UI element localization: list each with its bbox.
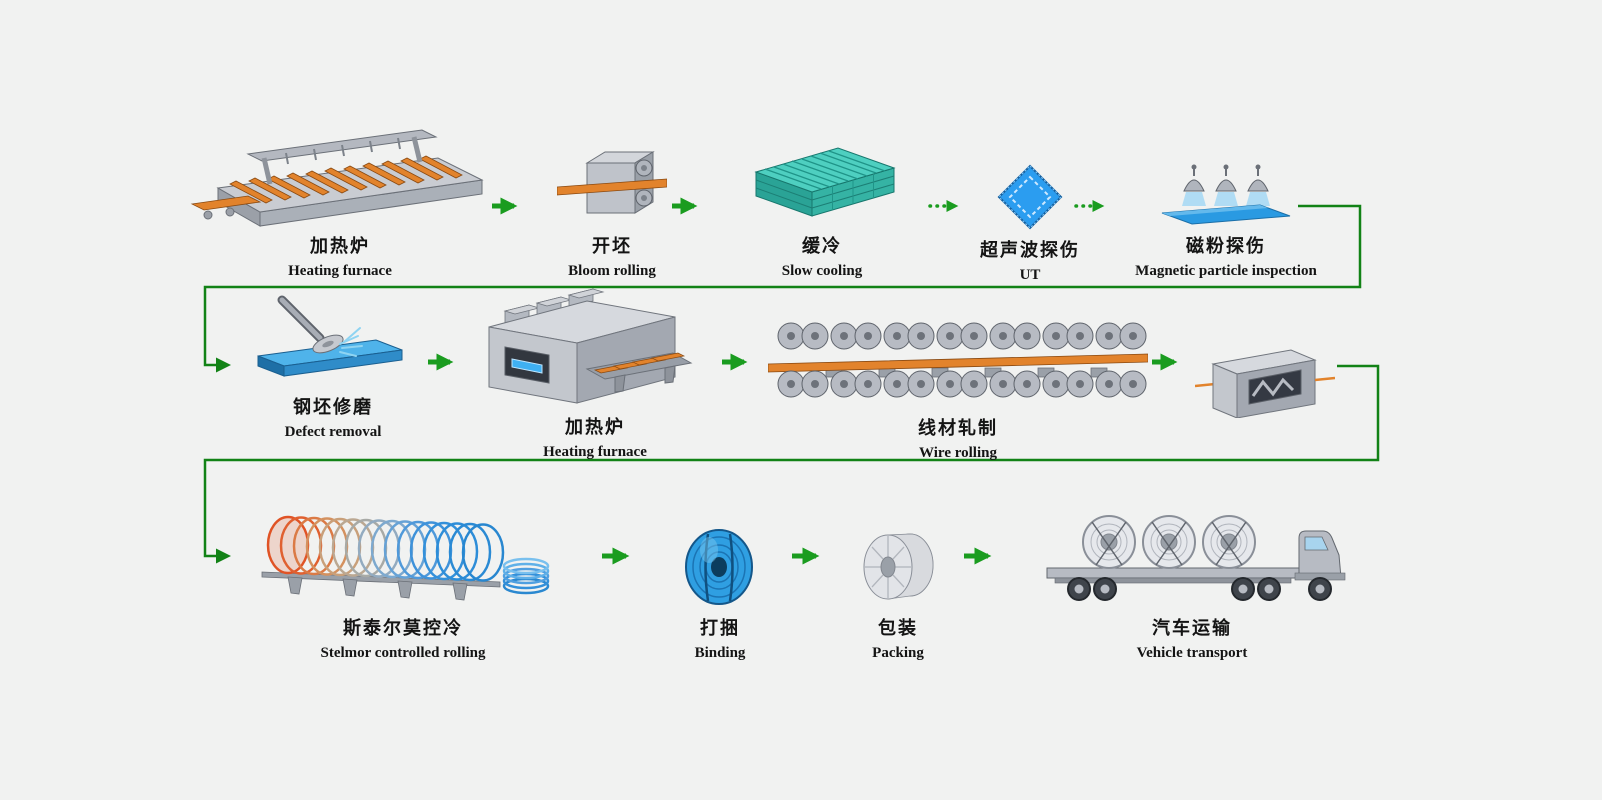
flow-arrows xyxy=(428,197,1178,565)
station-label-en: Binding xyxy=(694,644,746,661)
station-label-en: Slow cooling xyxy=(781,262,863,279)
station-labels: 钢坯修磨 Defect removal xyxy=(285,397,382,441)
station-stelmor-controlled-cooling: 斯泰尔莫控冷 Stelmor controlled rolling xyxy=(238,490,568,662)
station-heating-furnace-2: 加热炉 Heating furnace xyxy=(465,269,725,461)
station-labels: 打捆 Binding xyxy=(695,618,746,662)
station-wire-rolling: 线材轧制 Wire rolling xyxy=(763,310,1153,462)
station-labels: 缓冷 Slow cooling xyxy=(782,236,862,280)
station-label-zh: 加热炉 xyxy=(564,417,625,438)
reheating-furnace-icon xyxy=(488,288,693,404)
station-label-en: Defect removal xyxy=(284,423,382,440)
station-label-en: UT xyxy=(1019,266,1041,283)
station-labels: 磁粉探伤 Magnetic particle inspection xyxy=(1135,236,1317,280)
station-labels: 加热炉 Heating furnace xyxy=(288,236,392,280)
station-label-zh: 加热炉 xyxy=(309,236,370,257)
ut-probe-icon xyxy=(997,164,1063,230)
station-ultrasonic-testing: 超声波探伤 UT xyxy=(950,162,1110,284)
station-vehicle-transport: 汽车运输 Vehicle transport xyxy=(1037,505,1347,662)
station-label-en: Wire rolling xyxy=(919,444,997,461)
station-label-en: Vehicle transport xyxy=(1136,644,1248,661)
station-label-en: Bloom rolling xyxy=(568,262,656,279)
station-label-zh: 缓冷 xyxy=(802,236,842,257)
slow-cooling-icon xyxy=(754,147,896,217)
station-labels: 超声波探伤 UT xyxy=(980,240,1080,284)
station-labels: 汽车运输 Vehicle transport xyxy=(1137,618,1248,662)
coil-binding-icon xyxy=(685,529,753,605)
station-label-zh: 磁粉探伤 xyxy=(1185,236,1266,257)
station-packing: 包装 Packing xyxy=(808,525,988,662)
laying-head-icon xyxy=(1195,349,1335,418)
rolling-mill-icon xyxy=(768,322,1148,398)
station-label-zh: 斯泰尔莫控冷 xyxy=(343,618,463,639)
station-label-zh: 打捆 xyxy=(700,618,740,639)
bloom-rolling-icon xyxy=(557,151,667,214)
coil-packing-icon xyxy=(863,533,934,600)
truck-icon xyxy=(1046,515,1346,601)
station-binding: 打捆 Binding xyxy=(630,525,810,662)
heating-furnace-icon xyxy=(190,129,484,227)
stelmor-conveyor-icon xyxy=(261,515,550,601)
station-label-en: Stelmor controlled rolling xyxy=(320,644,486,661)
station-label-en: Packing xyxy=(872,644,924,661)
station-label-zh: 超声波探伤 xyxy=(980,240,1080,261)
station-laying-head xyxy=(1195,318,1335,418)
station-heating-furnace-1: 加热炉 Heating furnace xyxy=(180,128,500,280)
station-labels: 斯泰尔莫控冷 Stelmor controlled rolling xyxy=(321,618,486,662)
station-label-zh: 汽车运输 xyxy=(1152,618,1232,639)
station-label-zh: 开坯 xyxy=(592,236,632,257)
station-bloom-rolling: 开坯 Bloom rolling xyxy=(512,143,712,280)
mpi-lamps-icon xyxy=(1161,164,1291,225)
station-label-en: Magnetic particle inspection xyxy=(1135,262,1317,279)
flow-connector-lines xyxy=(203,204,1380,564)
station-slow-cooling: 缓冷 Slow cooling xyxy=(712,138,932,280)
station-labels: 开坯 Bloom rolling xyxy=(568,236,656,280)
station-labels: 线材轧制 Wire rolling xyxy=(918,418,998,462)
station-magnetic-particle-inspection: 磁粉探伤 Magnetic particle inspection xyxy=(1086,163,1366,280)
station-label-en: Heating furnace xyxy=(288,262,392,279)
station-defect-removal: 钢坯修磨 Defect removal xyxy=(223,294,443,441)
station-labels: 包装 Packing xyxy=(872,618,924,662)
station-label-zh: 钢坯修磨 xyxy=(292,397,373,418)
station-label-zh: 线材轧制 xyxy=(918,418,998,439)
station-label-zh: 包装 xyxy=(878,618,918,639)
station-labels: 加热炉 Heating furnace xyxy=(543,417,647,461)
station-label-en: Heating furnace xyxy=(543,443,647,460)
grinding-icon xyxy=(257,295,403,377)
